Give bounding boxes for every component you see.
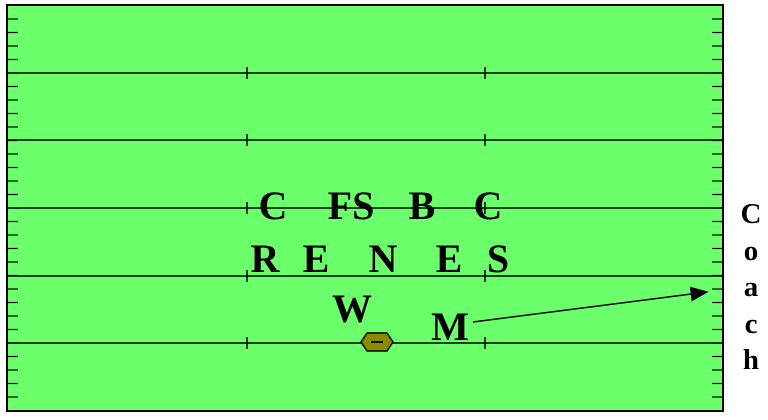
hash-marks bbox=[246, 67, 486, 349]
coach-label: C o a c h bbox=[734, 196, 768, 379]
player-fs: FS bbox=[328, 183, 375, 228]
right-sideline-ticks bbox=[712, 18, 722, 398]
player-c-left: C bbox=[259, 183, 288, 228]
coach-letter: h bbox=[742, 344, 760, 376]
left-sideline-ticks bbox=[8, 18, 18, 398]
player-s: S bbox=[487, 236, 509, 281]
player-e-right: E bbox=[436, 236, 463, 281]
coach-letter: o bbox=[743, 234, 759, 267]
players: C FS B C R E N E S W M bbox=[251, 183, 510, 349]
football-icon bbox=[360, 332, 394, 352]
player-e-left: E bbox=[303, 236, 330, 281]
coach-letter: c bbox=[744, 307, 758, 340]
player-c-right: C bbox=[474, 183, 503, 228]
player-n: N bbox=[369, 236, 398, 281]
player-w: W bbox=[332, 286, 372, 331]
coach-letter: C bbox=[740, 198, 762, 230]
player-b: B bbox=[409, 183, 436, 228]
coach-letter: a bbox=[743, 271, 759, 303]
player-r: R bbox=[251, 236, 281, 281]
player-m: M bbox=[431, 304, 469, 349]
route-arrow bbox=[472, 286, 709, 323]
